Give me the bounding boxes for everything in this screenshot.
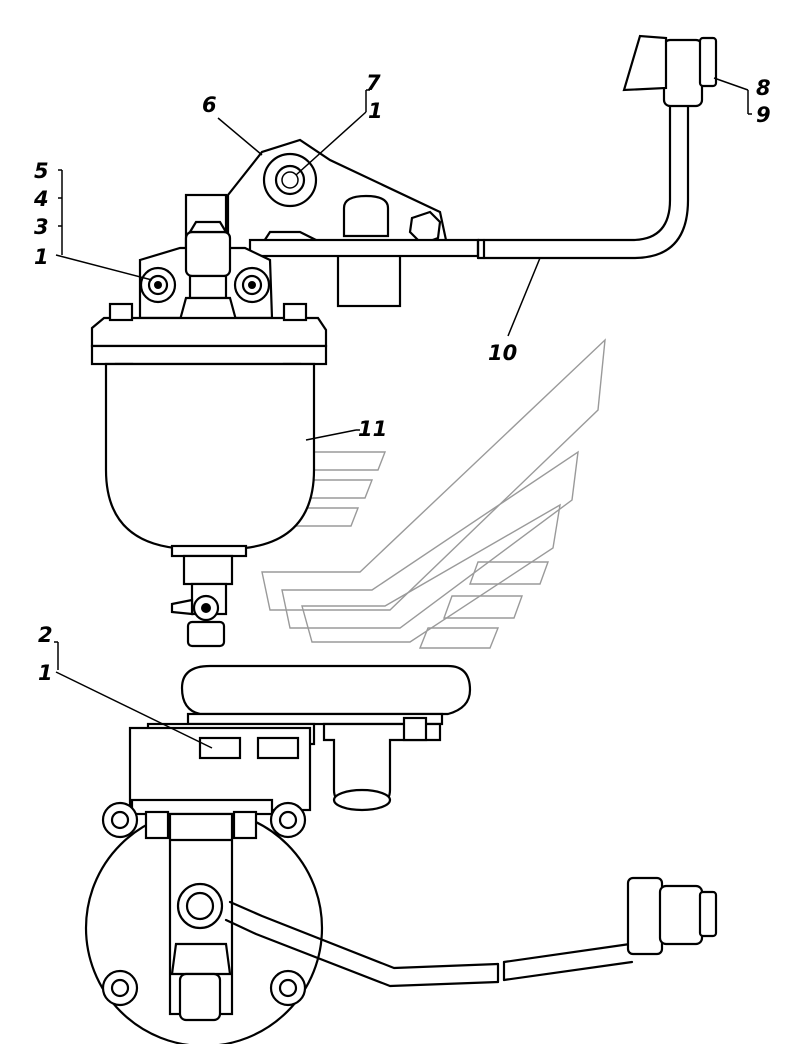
callout-2: 2 [38,623,53,647]
callout-4: 4 [33,187,49,211]
callout-11: 11 [358,417,387,441]
mounting-bracket [226,138,448,257]
callout-labels: 5 4 3 1 6 7 1 8 9 10 11 2 1 [33,71,771,685]
filter-bowl [104,362,316,550]
center-plug [184,230,232,278]
callout-8: 8 [756,76,771,100]
filter-flange [90,316,328,348]
callout-3: 3 [34,215,49,239]
lower-cover [180,664,472,716]
upper-filter-assembly [90,138,480,648]
callout-6: 6 [202,93,217,117]
drain-valve [182,554,234,586]
pipe-fitting-top [662,38,704,108]
callout-5: 5 [34,159,49,183]
callout-9: 9 [756,103,771,127]
lower-unit [84,664,472,1044]
callout-1-left: 1 [34,245,49,269]
pipe-fitting-bottom [658,884,704,946]
lower-pipe [224,876,718,988]
callout-1-top: 1 [368,99,383,123]
watermark-logo [229,338,606,649]
callout-1-lower: 1 [38,661,53,685]
callout-7: 7 [366,71,381,95]
leader-lines [54,77,752,749]
upper-pipe [476,34,718,260]
callout-10: 10 [488,341,517,365]
bracket-drop [336,248,402,308]
